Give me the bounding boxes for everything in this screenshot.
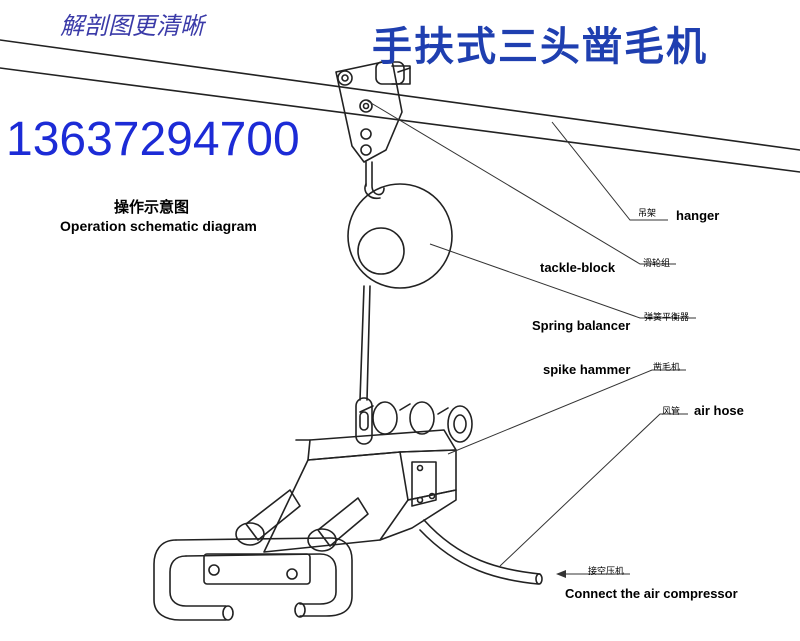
page-title: 手扶式三头凿毛机 (372, 23, 708, 70)
hook (365, 161, 385, 196)
label-spike-hammer-cn: 凿毛机 (653, 363, 681, 373)
caption-cn: 操作示意图 (114, 199, 190, 216)
rear-cylinders (359, 401, 473, 443)
handle-frame (153, 537, 353, 621)
compressor-arrow (556, 570, 630, 578)
air-hose-line (419, 519, 543, 585)
leader-lines (365, 99, 696, 567)
label-tackle-block-cn: 滑轮组 (643, 259, 671, 269)
label-spike-hammer: spike hammer (543, 362, 631, 377)
label-spring-balancer: Spring balancer (532, 318, 631, 333)
subtitle-cn: 解剖图更清晰 (60, 12, 204, 40)
spring-balancer (347, 183, 453, 289)
label-hanger: hanger (676, 208, 720, 223)
front-cylinders (235, 489, 369, 552)
label-compressor: Connect the air compressor (565, 586, 738, 601)
label-compressor-cn: 接空压机 (588, 567, 625, 577)
chain-link (355, 397, 373, 445)
label-spring-balancer-cn: 弹簧平衡器 (644, 313, 690, 323)
label-tackle-block: tackle-block (540, 260, 616, 275)
caption-en: Operation schematic diagram (60, 218, 257, 234)
label-air-hose: air hose (694, 403, 744, 418)
label-hanger-cn: 吊架 (638, 209, 657, 219)
label-air-hose-cn: 风管 (662, 407, 681, 417)
hanger-trolley (335, 59, 411, 163)
phone-number: 13637294700 (6, 113, 300, 166)
wire-rope (359, 285, 371, 401)
spike-hammer-body (263, 429, 457, 553)
